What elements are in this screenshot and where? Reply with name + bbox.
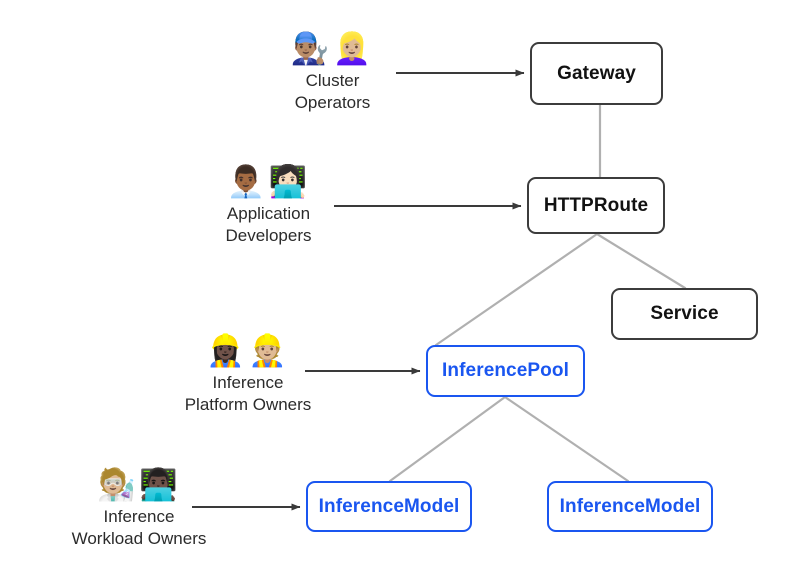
connector-httproute-service — [595, 232, 687, 290]
node-label: InferenceModel — [559, 495, 701, 517]
connector-httproute-inferencepool — [434, 232, 599, 347]
node-inferencepool[interactable]: InferencePool — [426, 345, 585, 397]
node-service[interactable]: Service — [611, 288, 758, 340]
node-label: Service — [650, 303, 719, 324]
node-inferencemodel2[interactable]: InferenceModel — [547, 481, 713, 532]
node-inferencemodel1[interactable]: InferenceModel — [306, 481, 472, 532]
persona-avatar-icon: 👷🏿‍♀️👷🏼 — [206, 333, 290, 369]
connector-inferencepool-model2 — [503, 395, 630, 483]
persona-avatar-icon: 👨🏽‍🔧👱🏼‍♀️ — [290, 31, 375, 67]
node-gateway[interactable]: Gateway — [530, 42, 663, 105]
persona-avatar-icon: 👨🏾‍💼👩🏻‍💻 — [226, 164, 311, 200]
node-label: InferenceModel — [318, 495, 460, 517]
persona-label: Cluster Operators — [294, 71, 371, 112]
persona-application-developers: 👨🏾‍💼👩🏻‍💻 Application Developers — [196, 163, 341, 247]
persona-cluster-operators: 👨🏽‍🔧👱🏼‍♀️ Cluster Operators — [260, 30, 405, 114]
node-label: Gateway — [557, 62, 636, 84]
persona-label: Inference Platform Owners — [184, 373, 312, 414]
node-label: InferencePool — [442, 360, 569, 381]
persona-label: Inference Workload Owners — [71, 507, 207, 548]
persona-arrows — [192, 69, 525, 511]
connector-inferencepool-model1 — [388, 395, 507, 483]
persona-label: Application Developers — [225, 204, 312, 245]
persona-inference-platform-owners: 👷🏿‍♀️👷🏼 Inference Platform Owners — [158, 332, 338, 416]
persona-avatar-icon: 🧑🏼‍🔬👨🏿‍💻 — [97, 467, 181, 503]
node-httproute[interactable]: HTTPRoute — [527, 177, 665, 234]
node-label: HTTPRoute — [543, 194, 649, 216]
persona-inference-workload-owners: 🧑🏼‍🔬👨🏿‍💻 Inference Workload Owners — [44, 466, 234, 550]
